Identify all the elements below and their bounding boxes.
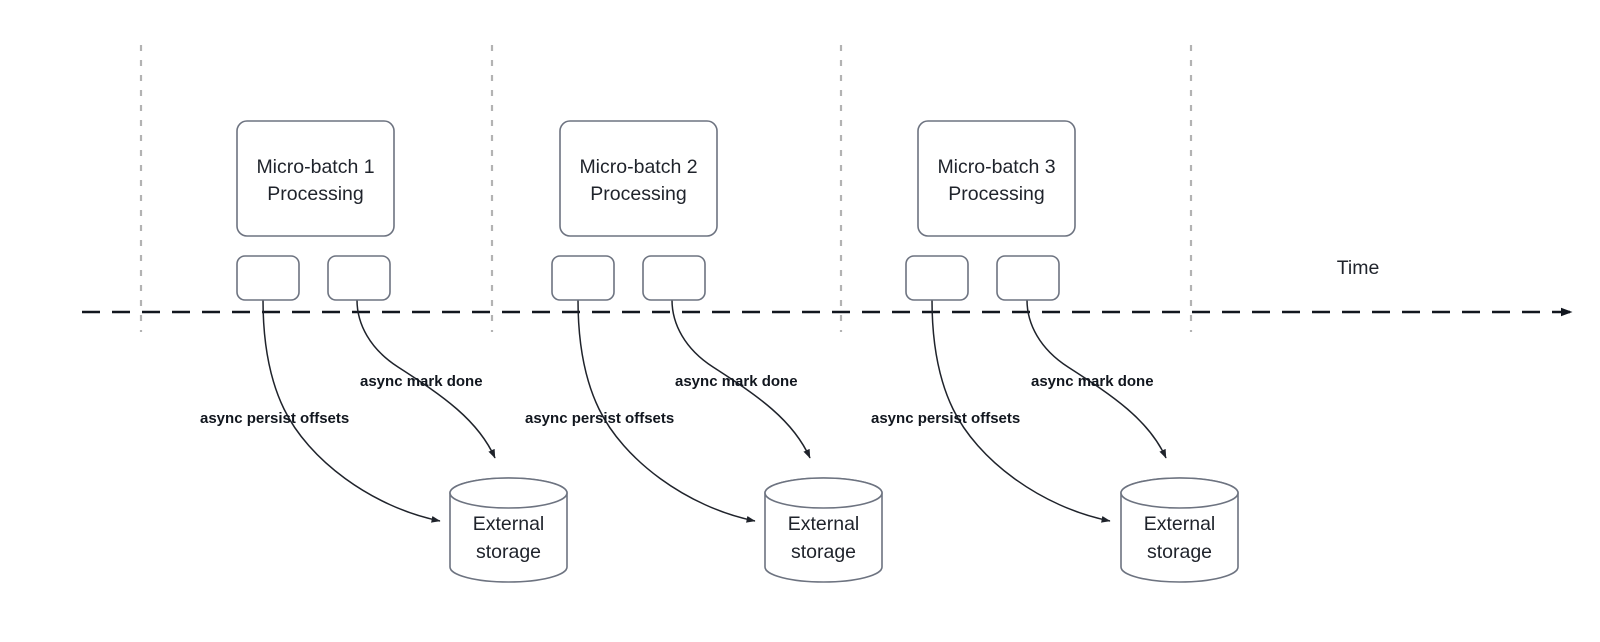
cylinder-top-ellipse [449, 477, 568, 509]
storage-label-line2: storage [791, 541, 856, 563]
storage-label-line2: storage [476, 541, 541, 563]
period-dividers [139, 45, 1193, 332]
micro-batch-label-line1: Micro-batch 3 [937, 156, 1055, 178]
task-box-persist[interactable] [236, 255, 300, 301]
task-box-persist[interactable] [905, 255, 969, 301]
storage-label-line1: External [473, 513, 545, 535]
edge-labels: async persist offsets async mark done asyn… [200, 373, 1154, 427]
micro-batch-box[interactable] [236, 120, 395, 237]
edge-mark-done [1026, 299, 1167, 459]
edge-persist-offsets-label: async persist offsets [200, 410, 349, 427]
task-box-mark[interactable] [642, 255, 706, 301]
edge-persist-offsets [262, 299, 441, 523]
micro-batch-label-line2: Processing [267, 183, 363, 205]
edge-mark-done [356, 299, 496, 459]
async-edges [262, 299, 1167, 523]
task-box-mark[interactable] [996, 255, 1060, 301]
micro-batch-label-line2: Processing [948, 183, 1044, 205]
task-box-mark[interactable] [327, 255, 391, 301]
micro-batch-box[interactable] [559, 120, 718, 237]
task-box-persist[interactable] [551, 255, 615, 301]
cylinder-top-ellipse [1120, 477, 1239, 509]
edge-mark-done [671, 299, 811, 459]
time-axis-label: Time [1337, 257, 1380, 279]
time-axis: Time [82, 257, 1573, 317]
edge-persist-offsets-label: async persist offsets [871, 410, 1020, 427]
edge-persist-offsets-label: async persist offsets [525, 410, 674, 427]
edge-persist-offsets [931, 299, 1111, 523]
edge-mark-done-label: async mark done [360, 373, 483, 390]
edge-mark-done-label: async mark done [675, 373, 798, 390]
storage-label-line2: storage [1147, 541, 1212, 563]
cylinder-top-ellipse [764, 477, 883, 509]
storage-label-line1: External [788, 513, 860, 535]
edge-mark-done-label: async mark done [1031, 373, 1154, 390]
micro-batch-label-line2: Processing [590, 183, 686, 205]
micro-batch-label-line1: Micro-batch 2 [579, 156, 697, 178]
micro-batch-label-line1: Micro-batch 1 [256, 156, 374, 178]
storage-label-line1: External [1144, 513, 1216, 535]
micro-batch-box[interactable] [917, 120, 1076, 237]
edge-persist-offsets [577, 299, 756, 523]
